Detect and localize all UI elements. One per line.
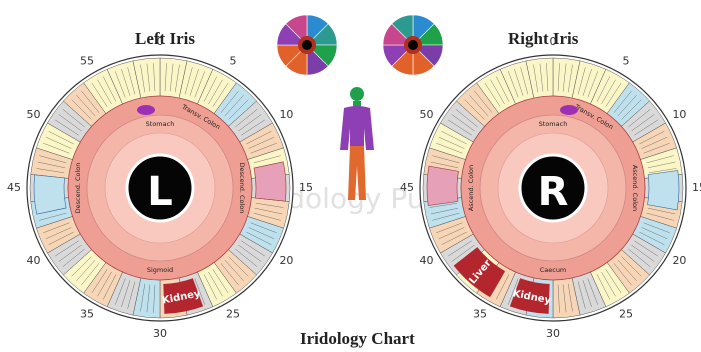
right-iris-letter: R (538, 169, 569, 215)
iris-tick-label: 10 (672, 108, 686, 121)
mini-wheel-pupil (408, 40, 418, 50)
iris-tick-label: 10 (279, 108, 293, 121)
mini-color-wheel-left (277, 15, 337, 75)
iris-tick-label: 40 (420, 254, 434, 267)
iris-tick-label: 40 (27, 254, 41, 267)
iris-tick-label: 25 (226, 307, 240, 320)
ring-label: Descend. Colon (74, 163, 82, 214)
mini-color-wheel-right (383, 15, 443, 75)
iris-tick-label: 45 (400, 181, 414, 194)
iris-tick-label: 25 (619, 307, 633, 320)
iris-tick-label: 35 (80, 307, 94, 320)
ring-label: Ascend. Colon (631, 165, 639, 211)
iris-tick-label: 50 (27, 108, 41, 121)
iris-tick-label: 35 (473, 307, 487, 320)
mini-wheel-pupil (302, 40, 312, 50)
iris-tick-label: 5 (230, 55, 237, 68)
iris-tick-label: 30 (153, 327, 167, 340)
purple-marker (137, 105, 155, 115)
ring-label: Ascend. Colon (467, 165, 475, 211)
breast-zone (427, 166, 458, 205)
ring-label: Descend. Colon (238, 163, 246, 214)
ring-label: Stomach (539, 120, 568, 128)
right-iris-title: Right Iris (508, 29, 579, 48)
iris-tick-label: 15 (299, 181, 313, 194)
ring-label: Sigmoid (147, 266, 173, 274)
left-iris-letter: L (147, 169, 173, 215)
thyroid-zone (648, 170, 679, 209)
ring-label: Stomach (146, 120, 175, 128)
thyroid-zone (34, 175, 66, 214)
iris-tick-label: 55 (80, 55, 94, 68)
breast-zone (254, 162, 286, 201)
ring-label: Caecum (540, 266, 567, 274)
iris-tick-label: 50 (420, 108, 434, 121)
iris-tick-label: 0 (550, 35, 557, 48)
iris-tick-label: 30 (546, 327, 560, 340)
left-iris-title: Left Iris (135, 29, 195, 48)
chart-title: Iridology Chart (300, 329, 415, 348)
iris-tick-label: 45 (7, 181, 21, 194)
iris-tick-label: 5 (623, 55, 630, 68)
iris-tick-label: 15 (692, 181, 701, 194)
iris-tick-label: 20 (279, 254, 293, 267)
purple-marker (560, 105, 578, 115)
iris-tick-label: 0 (157, 35, 164, 48)
iris-tick-label: 20 (672, 254, 686, 267)
